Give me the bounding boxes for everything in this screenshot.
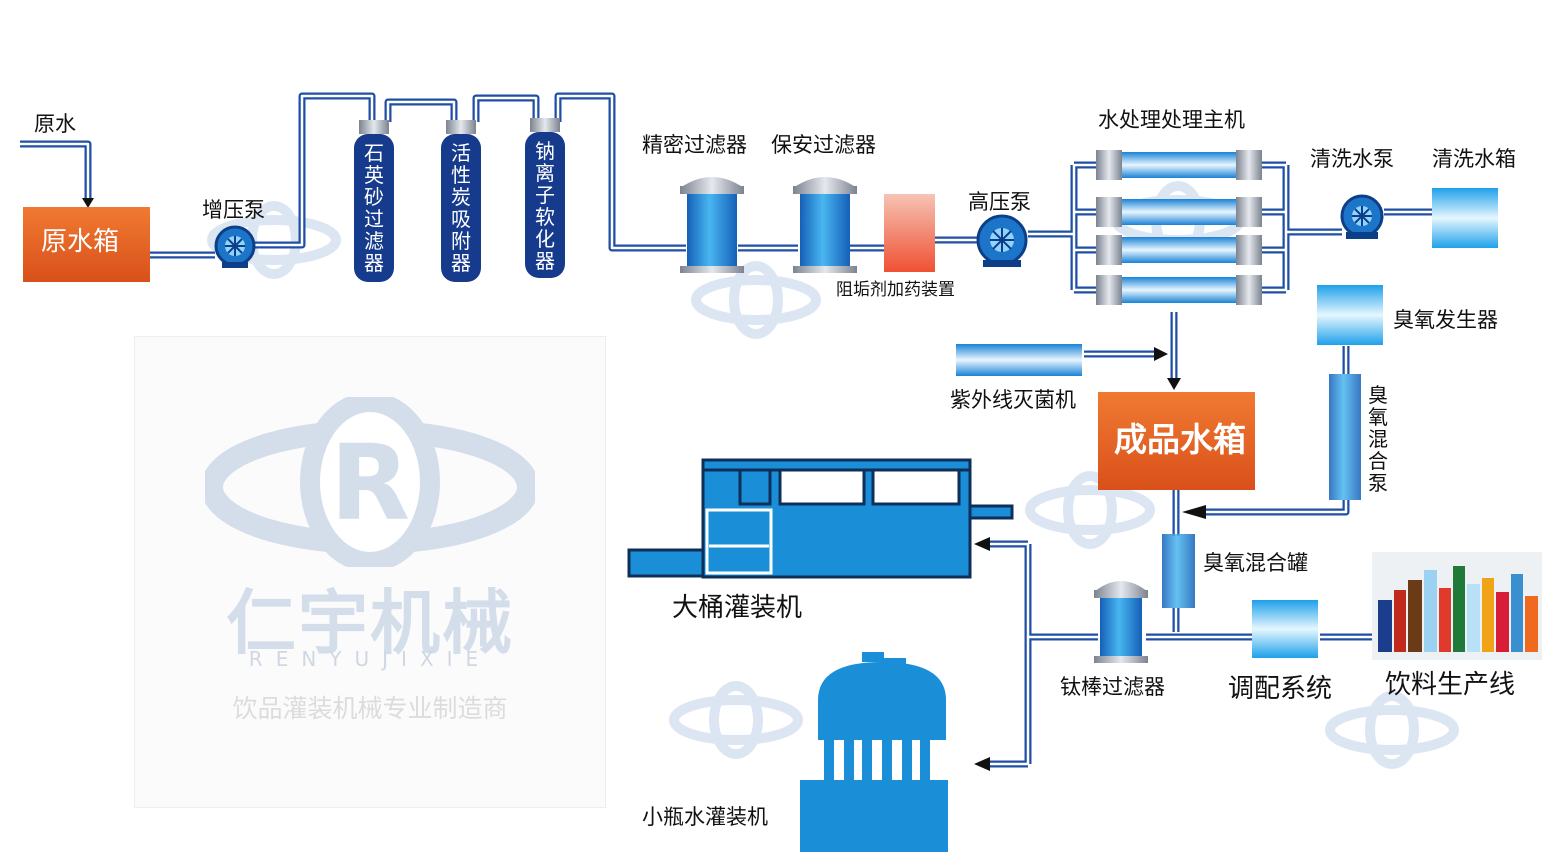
watermark-slogan: 饮品灌装机械专业制造商: [232, 694, 508, 723]
barrel-filler-machine: [627, 458, 1014, 579]
booster-pump: [214, 225, 256, 268]
ro-main-unit: [1096, 150, 1262, 305]
beverage-products-image: [1372, 552, 1542, 660]
label-precision-filter: 精密过滤器: [642, 133, 747, 157]
blending-system-box: [1252, 600, 1318, 658]
flow-arrows: [82, 198, 1206, 771]
security-filter-unit: [793, 177, 857, 273]
high-pressure-pump: [976, 214, 1028, 267]
label-antiscalant-dosing: 阻垢剂加药装置: [836, 280, 955, 300]
watermark-brand: 仁宇机械: [226, 582, 514, 664]
watermark-panel: R 仁宇机械 RENYUJIXIE 饮品灌装机械专业制造商: [134, 336, 606, 808]
arrow-into-raw-tank: [82, 198, 94, 208]
label-raw-water-tank: 原水箱: [41, 227, 120, 257]
ozone-mixing-tank: [1162, 534, 1195, 608]
arrow-from-uv: [1154, 347, 1168, 361]
sodium-softener-vessel: [525, 118, 565, 278]
arrow-from-ozone-pump: [1182, 505, 1206, 519]
pipe-highlights: [20, 94, 1432, 766]
watermark-latin: RENYUJIXIE: [248, 647, 492, 671]
raw-water-tank: [23, 207, 150, 282]
ozone-generator: [1317, 285, 1383, 345]
label-blending-system: 调配系统: [1228, 674, 1333, 704]
label-titanium-filter: 钛棒过滤器: [1060, 675, 1165, 699]
arrow-into-product-tank: [1167, 378, 1181, 390]
bottle-filler-machine: [800, 652, 948, 852]
activated-carbon-vessel: [441, 120, 481, 282]
label-uv-sterilizer: 紫外线灭菌机: [950, 388, 1076, 412]
arrow-to-bottle-filler: [974, 757, 990, 771]
product-water-tank: [1098, 392, 1255, 490]
cleaning-tank: [1432, 188, 1498, 248]
label-raw-water: 原水: [34, 112, 76, 136]
label-activated-carbon: 活性炭吸附器: [451, 141, 471, 275]
antiscalant-dosing-unit: [884, 194, 935, 272]
label-barrel-filler: 大桶灌装机: [672, 593, 803, 623]
label-ozone-mixing-pump: 臭氧混合泵: [1368, 383, 1388, 495]
cleaning-pump: [1340, 194, 1384, 239]
svg-text:R: R: [330, 422, 410, 544]
label-main-unit: 水处理处理主机: [1098, 108, 1245, 132]
precision-filter-unit: [680, 177, 744, 273]
label-security-filter: 保安过滤器: [771, 133, 876, 157]
label-cleaning-tank: 清洗水箱: [1432, 147, 1516, 171]
label-cleaning-pump: 清洗水泵: [1310, 147, 1394, 171]
quartz-sand-filter-vessel: [354, 120, 394, 282]
label-beverage-line: 饮料生产线: [1385, 670, 1516, 700]
label-ozone-mixing-tank: 臭氧混合罐: [1203, 551, 1308, 575]
arrow-to-barrel-filler: [974, 537, 990, 551]
label-ozone-generator: 臭氧发生器: [1393, 308, 1498, 332]
titanium-rod-filter: [1094, 581, 1148, 663]
uv-sterilizer: [956, 344, 1082, 376]
label-bottle-filler: 小瓶水灌装机: [642, 805, 768, 829]
label-quartz-sand-filter: 石英砂过滤器: [364, 141, 384, 275]
brand-logo-icon: R: [205, 397, 535, 567]
label-high-pressure-pump: 高压泵: [968, 190, 1031, 214]
label-product-water-tank: 成品水箱: [1114, 420, 1246, 459]
label-booster-pump: 增压泵: [202, 198, 265, 222]
ozone-mixing-pump: [1329, 374, 1361, 500]
label-sodium-softener: 钠离子软化器: [535, 139, 555, 273]
